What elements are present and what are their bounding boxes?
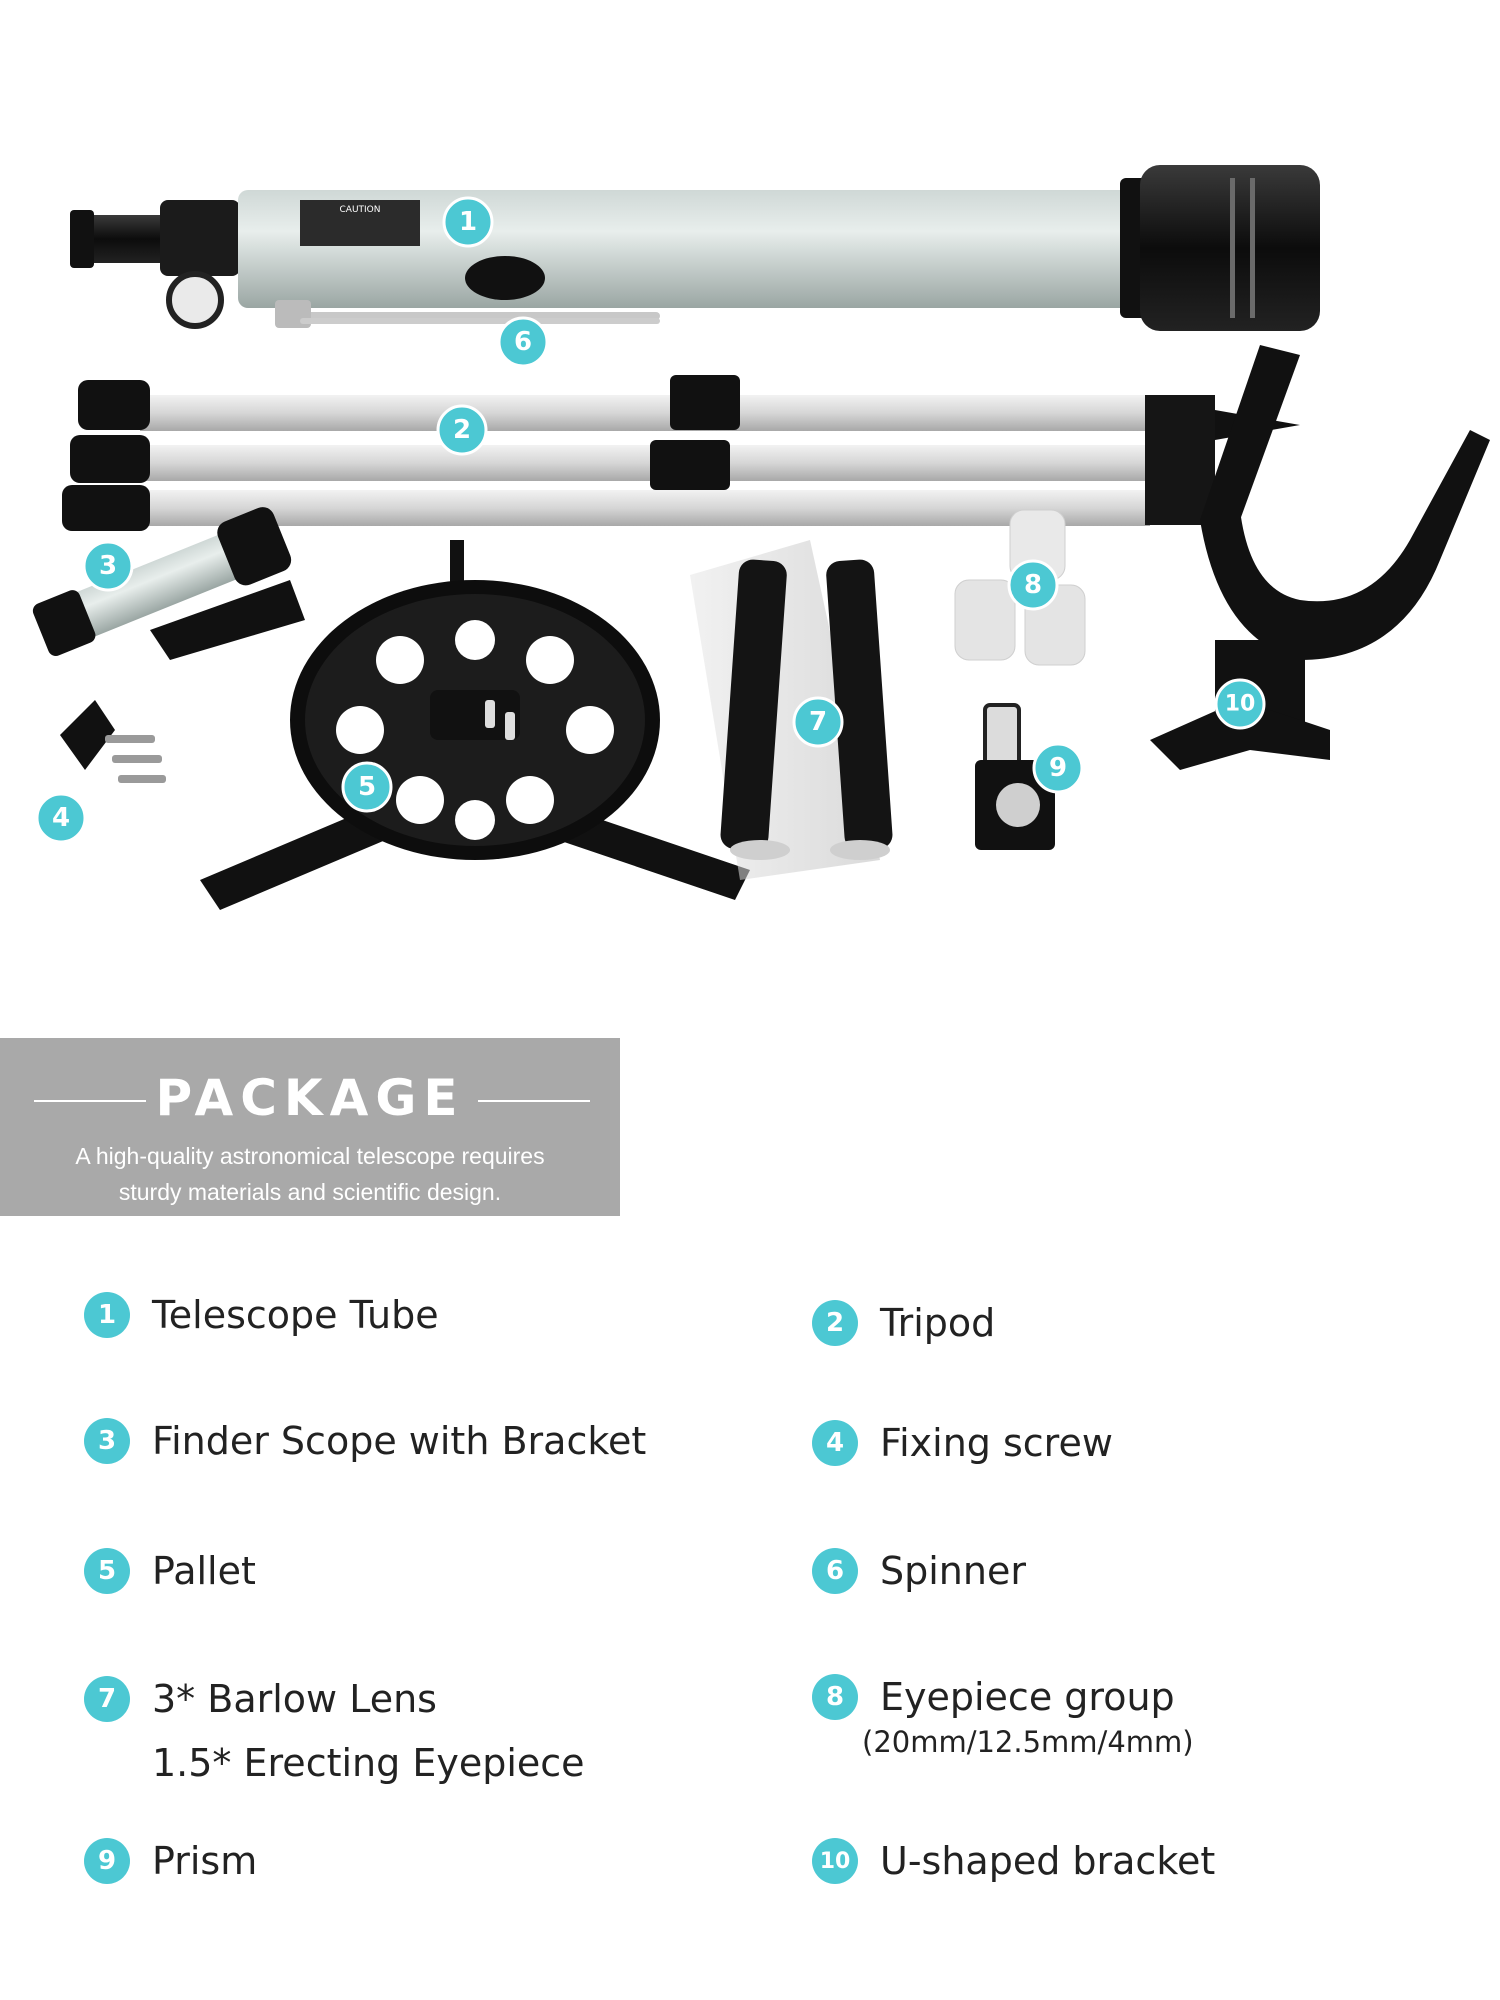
- part-name: Pallet: [152, 1549, 256, 1593]
- part-item-2: 2 Tripod: [812, 1298, 995, 1348]
- svg-text:2: 2: [453, 415, 471, 445]
- svg-text:9: 9: [1049, 753, 1067, 783]
- fixing-screw-image: [60, 700, 166, 783]
- part-item-8: 8 Eyepiece group (20mm/12.5mm/4mm): [812, 1672, 1194, 1762]
- svg-text:7: 7: [809, 707, 827, 737]
- part-number-badge: 8: [812, 1674, 858, 1720]
- svg-text:8: 8: [1024, 570, 1042, 600]
- part-item-3: 3 Finder Scope with Bracket: [84, 1416, 646, 1466]
- part-item-1: 1 Telescope Tube: [84, 1290, 439, 1340]
- part-item-6: 6 Spinner: [812, 1546, 1026, 1596]
- part-number-badge: 2: [812, 1300, 858, 1346]
- badge-4: 4: [35, 792, 87, 844]
- svg-text:5: 5: [358, 772, 376, 802]
- tripod-image: [62, 375, 1300, 531]
- badge-2: 2: [436, 404, 488, 456]
- part-item-9: 9 Prism: [84, 1836, 257, 1886]
- part-name: 3* Barlow Lens: [152, 1677, 437, 1721]
- package-banner: PACKAGE A high-quality astronomical tele…: [0, 1038, 620, 1216]
- svg-text:4: 4: [52, 803, 70, 833]
- banner-subtitle: A high-quality astronomical telescope re…: [30, 1138, 590, 1210]
- spinner-image: [300, 318, 660, 324]
- part-name: Prism: [152, 1839, 258, 1883]
- part-item-7: 7 3* Barlow Lens 1.5* Erecting Eyepiece: [84, 1674, 585, 1788]
- badge-6: 6: [497, 316, 549, 368]
- part-name: Spinner: [880, 1549, 1026, 1593]
- part-number-badge: 3: [84, 1418, 130, 1464]
- banner-divider-right: [478, 1100, 590, 1102]
- part-item-4: 4 Fixing screw: [812, 1418, 1113, 1468]
- banner-divider-left: [34, 1100, 146, 1102]
- banner-subtitle-line1: A high-quality astronomical telescope re…: [75, 1143, 545, 1169]
- part-number-badge: 1: [84, 1292, 130, 1338]
- telescope-tube-image: CAUTION: [70, 165, 1320, 331]
- prism-image: [975, 703, 1055, 850]
- badge-8: 8: [1007, 559, 1059, 611]
- part-number-badge: 9: [84, 1838, 130, 1884]
- barlow-lens-image: [690, 540, 893, 880]
- svg-text:3: 3: [99, 551, 117, 581]
- svg-text:6: 6: [514, 327, 532, 357]
- part-number-badge: 4: [812, 1420, 858, 1466]
- part-name: Eyepiece group: [880, 1675, 1175, 1719]
- badge-7: 7: [792, 696, 844, 748]
- u-bracket-image: [1150, 345, 1490, 770]
- badge-9: 9: [1032, 742, 1084, 794]
- part-name-secondary: 1.5* Erecting Eyepiece: [152, 1741, 585, 1785]
- part-name: Telescope Tube: [152, 1293, 439, 1337]
- product-photo: CAUTION: [32, 165, 1490, 910]
- banner-subtitle-line2: sturdy materials and scientific design.: [118, 1179, 502, 1205]
- svg-text:1: 1: [459, 207, 477, 237]
- part-name: Fixing screw: [880, 1421, 1113, 1465]
- badge-3: 3: [82, 540, 134, 592]
- part-number-badge: 5: [84, 1548, 130, 1594]
- part-note: (20mm/12.5mm/4mm): [862, 1725, 1194, 1759]
- part-name: Tripod: [880, 1301, 996, 1345]
- badge-1: 1: [442, 196, 494, 248]
- part-name: U-shaped bracket: [880, 1839, 1216, 1883]
- part-number-badge: 10: [812, 1838, 858, 1884]
- svg-text:10: 10: [1225, 692, 1256, 717]
- part-number-badge: 6: [812, 1548, 858, 1594]
- part-number-badge: 7: [84, 1676, 130, 1722]
- finder-scope-image: [32, 507, 305, 660]
- part-name: Finder Scope with Bracket: [152, 1419, 647, 1463]
- part-item-5: 5 Pallet: [84, 1546, 256, 1596]
- part-item-10: 10 U-shaped bracket: [812, 1836, 1215, 1886]
- caution-label: CAUTION: [340, 205, 381, 215]
- badge-10: 10: [1214, 678, 1266, 730]
- banner-title: PACKAGE: [155, 1069, 465, 1127]
- badge-5: 5: [341, 761, 393, 813]
